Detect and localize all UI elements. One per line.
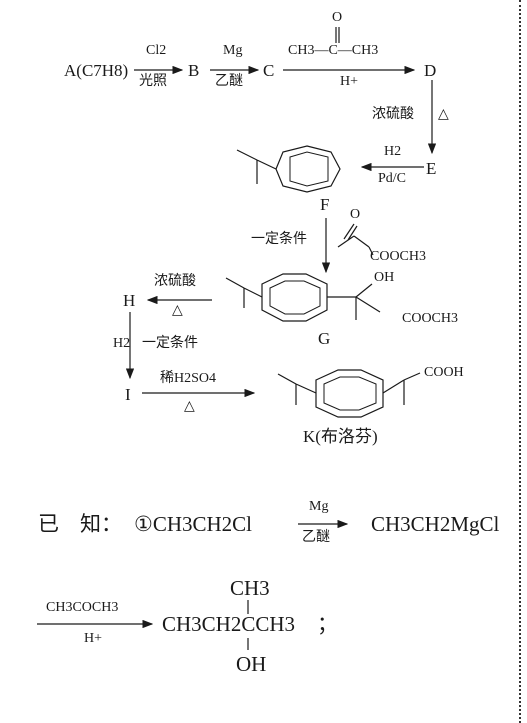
reagent-ketone-oxygen: O xyxy=(350,207,361,222)
reagent-acetone: CH3—C—CH3 xyxy=(288,43,379,58)
compound-e: E xyxy=(426,159,437,178)
condition-light: 光照 xyxy=(139,74,167,89)
known-1-mg: Mg xyxy=(309,499,329,514)
acetone-oxygen: O xyxy=(332,10,343,25)
condition-certain-hi: 一定条件 xyxy=(142,336,198,351)
condition-heat-ik: △ xyxy=(184,399,195,414)
known-1-ether: 乙醚 xyxy=(302,530,330,545)
known-1-product: CH3CH2MgCl xyxy=(371,512,500,536)
known-2-product: CH3CH2CCH3 xyxy=(162,612,296,636)
condition-certain-fg: 一定条件 xyxy=(251,232,307,247)
g-hydroxyl: OH xyxy=(374,270,395,285)
condition-conc-h2so4-gh: 浓硫酸 xyxy=(154,274,196,289)
condition-heat-gh: △ xyxy=(172,303,183,318)
condition-dilute-h2so4: 稀H2SO4 xyxy=(160,371,217,386)
page-right-border xyxy=(519,0,521,723)
condition-heat-de: △ xyxy=(438,107,449,122)
condition-conc-h2so4: 浓硫酸 xyxy=(372,107,414,122)
compound-k-label: K(布洛芬) xyxy=(303,427,378,446)
condition-cl2: Cl2 xyxy=(146,43,167,58)
compound-h: H xyxy=(123,291,136,310)
condition-acid: H+ xyxy=(340,74,359,89)
known-2-methyl: CH3 xyxy=(230,576,270,600)
compound-f-label: F xyxy=(320,195,330,214)
compound-i: I xyxy=(125,385,131,404)
known-2-hydroxyl: OH xyxy=(236,652,267,676)
condition-mg: Mg xyxy=(223,43,243,58)
known-2-end: ； xyxy=(317,612,338,636)
condition-pdc: Pd/C xyxy=(378,171,407,186)
known-2-acid: H+ xyxy=(84,631,103,646)
known-prefix: 已 知： xyxy=(38,512,122,536)
compound-c: C xyxy=(263,61,275,80)
molecule-k xyxy=(277,369,421,418)
known-1-reactant: ①CH3CH2Cl xyxy=(134,512,253,536)
condition-h2-hi: H2 xyxy=(113,336,131,351)
compound-a: A(C7H8) xyxy=(64,61,129,80)
molecule-f xyxy=(236,145,341,193)
k-carboxyl: COOH xyxy=(424,365,464,380)
condition-h2-ef: H2 xyxy=(384,144,402,159)
condition-ether: 乙醚 xyxy=(215,74,243,89)
compound-g-label: G xyxy=(318,329,331,348)
compound-b: B xyxy=(188,61,200,80)
compound-d: D xyxy=(424,61,437,80)
known-2-acetone: CH3COCH3 xyxy=(46,600,119,615)
reagent-ester-group: COOCH3 xyxy=(370,249,427,264)
molecule-g xyxy=(225,273,381,322)
g-ester-group: COOCH3 xyxy=(402,311,459,326)
reagent-ketoester xyxy=(337,223,374,256)
